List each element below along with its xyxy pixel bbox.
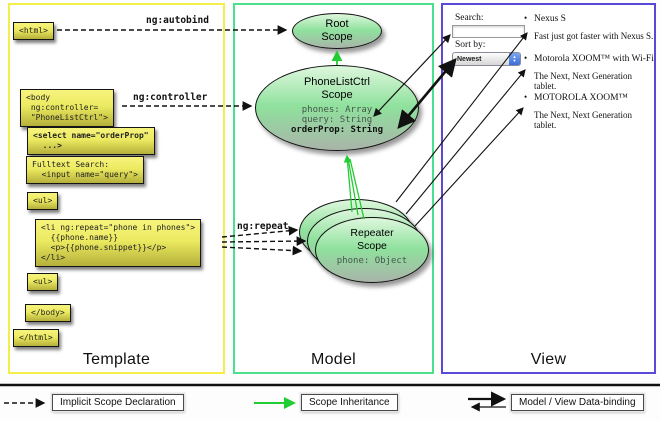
- phone-desc: The Next, Next Generation tablet.: [534, 71, 632, 91]
- legend-scope-inheritance-box: Scope Inheritance: [301, 394, 398, 411]
- sort-dropdown[interactable]: Newest ▲▼: [452, 52, 521, 66]
- search-label: Search:: [455, 13, 484, 23]
- legend-data-binding-box: Model / View Data-binding: [511, 394, 644, 411]
- phone-name: Motorola XOOM™ with Wi-Fi: [534, 54, 654, 64]
- html-close-tag-box: </html>: [13, 329, 59, 347]
- dropdown-stepper-icon: ▲▼: [509, 53, 520, 65]
- root-scope-ellipse: Root Scope: [292, 13, 382, 49]
- phone-name: Nexus S: [534, 14, 566, 24]
- sort-dropdown-value: Newest: [457, 55, 482, 63]
- body-open-tag-box: <body ng:controller= "PhoneListCtrl">: [20, 89, 114, 127]
- scope-prop-orderprop: orderProp: String: [290, 125, 384, 135]
- legend-implicit-scope-box: Implicit Scope Declaration: [52, 394, 184, 411]
- phonelistctrl-scope-title: PhoneListCtrl Scope: [303, 76, 371, 101]
- ng-autobind-label: ng:autobind: [146, 15, 209, 26]
- li-repeat-box: <li ng:repeat="phone in phones"> {{phone…: [35, 219, 202, 267]
- body-close-tag-box: </body>: [25, 304, 71, 322]
- select-tag-box: <select name="orderProp" ...>: [27, 127, 155, 155]
- fulltext-search-box: Fulltext Search: <input name="query">: [26, 156, 144, 184]
- phone-list-item: • MOTOROLA XOOM™ The Next, Next Generatio…: [524, 92, 656, 130]
- ul-close-tag-box: <ul>: [27, 273, 59, 291]
- search-input[interactable]: [452, 25, 525, 38]
- phone-name: MOTOROLA XOOM™: [534, 93, 628, 103]
- phone-desc: Fast just got faster with Nexus S.: [534, 31, 654, 41]
- bullet-icon: •: [524, 13, 528, 23]
- phone-list-item: • Nexus S Fast just got faster with Nexus…: [524, 13, 656, 41]
- model-column: Model: [233, 3, 434, 374]
- view-column-label: View: [530, 351, 567, 368]
- repeater-scope-ellipse-front: Repeater Scope phone: Object: [315, 217, 429, 283]
- template-column-label: Template: [82, 351, 151, 368]
- phone-desc: The Next, Next Generation tablet.: [534, 110, 632, 130]
- phone-list-item: • Motorola XOOM™ with Wi-Fi The Next, Nex…: [524, 53, 656, 91]
- ul-open-tag-box: <ul>: [27, 192, 59, 210]
- scope-prop-phones: phones: Array: [301, 105, 373, 115]
- repeater-scope-title: Repeater Scope: [350, 227, 394, 252]
- scope-prop-query: query: String: [301, 115, 373, 125]
- scope-prop-phone: phone: Object: [336, 256, 408, 266]
- phonelistctrl-scope-ellipse: PhoneListCtrl Scope phones: Array query:…: [255, 65, 419, 151]
- html-open-tag-box: <html>: [13, 22, 54, 40]
- bullet-icon: •: [524, 53, 528, 63]
- bullet-icon: •: [524, 92, 528, 102]
- root-scope-title: Root Scope: [321, 18, 353, 43]
- ng-repeat-label: ng:repeat: [237, 221, 289, 232]
- ng-controller-label: ng:controller: [133, 92, 208, 103]
- model-column-label: Model: [310, 351, 357, 368]
- sort-by-label: Sort by:: [455, 40, 486, 50]
